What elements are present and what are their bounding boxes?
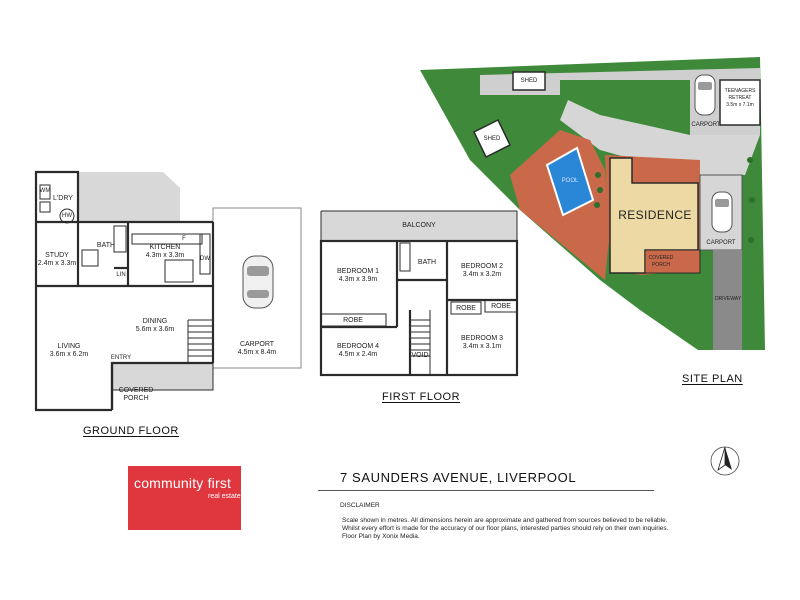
ground-carport-label: CARPORT: [239, 341, 275, 348]
washing-machine-label: WM: [39, 188, 51, 194]
robe-3-label: ROBE: [491, 303, 511, 310]
site-plan-title: SITE PLAN: [682, 373, 743, 385]
study-label: STUDY: [45, 252, 69, 259]
shed-top-label: SHED: [520, 78, 538, 84]
kitchen-label: KITCHEN: [149, 244, 181, 251]
living-label: LIVING: [57, 343, 81, 350]
bedroom-4-label: BEDROOM 4: [336, 343, 379, 350]
address-divider: [318, 490, 654, 491]
teen-retreat-label-2: RETREAT: [728, 95, 752, 101]
disclaimer-line-2: Whilst every effort is made for the accu…: [342, 525, 669, 532]
void-label: VOID: [411, 352, 429, 359]
disclaimer-title: DISCLAIMER: [340, 502, 380, 509]
kitchen-size: 4.3m x 3.3m: [145, 252, 185, 259]
bedroom-3-label: BEDROOM 3: [460, 335, 503, 342]
living-size: 3.6m x 6.2m: [49, 351, 89, 358]
first-bath-label: BATH: [417, 259, 437, 266]
teen-retreat-size: 3.5m x 7.1m: [726, 102, 754, 108]
laundry-label: L'DRY: [53, 195, 73, 202]
hot-water-label: HW: [62, 213, 72, 219]
dining-size: 5.6m x 3.6m: [135, 326, 175, 333]
site-porch-label-2: PORCH: [651, 262, 671, 268]
balcony-label: BALCONY: [402, 222, 436, 229]
ground-porch-label-1: COVERED: [118, 387, 154, 394]
site-porch-label-1: COVERED: [648, 255, 674, 261]
shed-left-label: SHED: [483, 136, 501, 142]
teen-retreat-label-1: TEENAGERS: [724, 88, 756, 94]
bedroom-2-size: 3.4m x 3.2m: [462, 271, 502, 278]
disclaimer-line-3: Floor Plan by Xonix Media.: [342, 533, 420, 540]
logo-sub-text: real estate: [208, 493, 241, 500]
dishwasher-label: DW: [200, 256, 210, 262]
entry-label: ENTRY: [110, 355, 132, 361]
car-icon: [711, 191, 733, 233]
property-address: 7 SAUNDERS AVENUE, LIVERPOOL: [340, 470, 577, 485]
driveway-label: DRIVEWAY: [714, 296, 742, 302]
robe-1-label: ROBE: [343, 317, 363, 324]
bedroom-3-size: 3.4m x 3.1m: [462, 343, 502, 350]
site-carport-top-label: CARPORT: [691, 122, 721, 128]
bedroom-4-size: 4.5m x 2.4m: [338, 351, 378, 358]
linen-label: LIN: [116, 272, 126, 278]
logo-main-text: community first: [134, 475, 232, 491]
car-icon: [694, 74, 716, 116]
car-icon: [242, 255, 274, 309]
ground-porch-label-2: PORCH: [123, 395, 149, 402]
disclaimer-body: Scale shown in metres. All dimensions he…: [342, 517, 672, 541]
robe-2-label: ROBE: [456, 305, 476, 312]
brand-logo: community first real estate: [128, 466, 241, 530]
dining-label: DINING: [142, 318, 168, 325]
bath-label: BATH: [96, 242, 116, 249]
pool-label: POOL: [561, 178, 579, 184]
bedroom-2-label: BEDROOM 2: [460, 263, 503, 270]
site-carport-right-label: CARPORT: [706, 240, 736, 246]
study-size: 2.4m x 3.3m: [37, 260, 77, 267]
first-floor-title: FIRST FLOOR: [382, 391, 461, 403]
ground-carport-size: 4.5m x 8.4m: [237, 349, 277, 356]
residence-label: RESIDENCE: [618, 208, 692, 222]
bedroom-1-label: BEDROOM 1: [336, 268, 379, 275]
disclaimer-line-1: Scale shown in metres. All dimensions he…: [342, 517, 668, 524]
fridge-label: F: [182, 236, 186, 242]
bedroom-1-size: 4.3m x 3.9m: [338, 276, 378, 283]
ground-floor-title: GROUND FLOOR: [83, 425, 179, 437]
